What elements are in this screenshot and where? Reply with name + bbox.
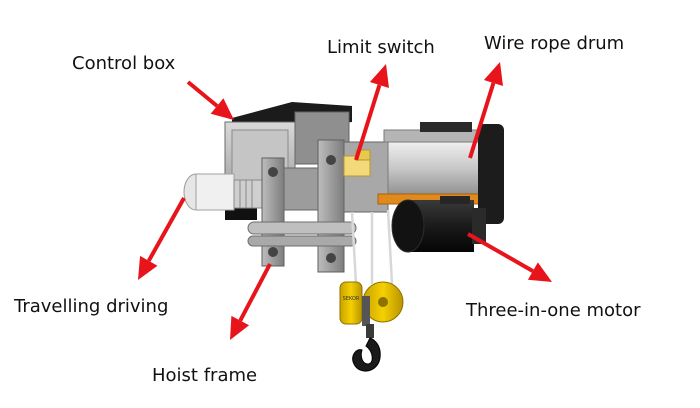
- callout-arrows: [138, 62, 552, 340]
- arrow-hoist-frame: [230, 263, 272, 340]
- label-three-in-one-motor: Three-in-one motor: [466, 300, 641, 321]
- arrow-wire-rope-drum: [468, 62, 503, 159]
- travelling-drive-part: [183, 173, 263, 220]
- label-travelling-driving: Travelling driving: [14, 296, 169, 317]
- label-control-box: Control box: [72, 53, 176, 74]
- limit-switch-part: [343, 149, 371, 177]
- arrow-travelling-driving: [138, 197, 186, 280]
- hook-block-part: SEKOR: [339, 281, 404, 326]
- label-hoist-frame: Hoist frame: [152, 365, 258, 386]
- hook-plate-text: SEKOR: [343, 296, 360, 302]
- label-limit-switch: Limit switch: [327, 37, 435, 58]
- label-wire-rope-drum: Wire rope drum: [484, 33, 625, 54]
- wire-ropes: [350, 209, 394, 285]
- hook-icon: [352, 324, 381, 372]
- arrow-three-in-one-motor: [467, 232, 552, 282]
- arrow-limit-switch: [354, 64, 389, 161]
- three-in-one-motor-part: [391, 196, 486, 253]
- hoist-frame-part: [247, 139, 357, 273]
- arrow-control-box: [186, 80, 234, 120]
